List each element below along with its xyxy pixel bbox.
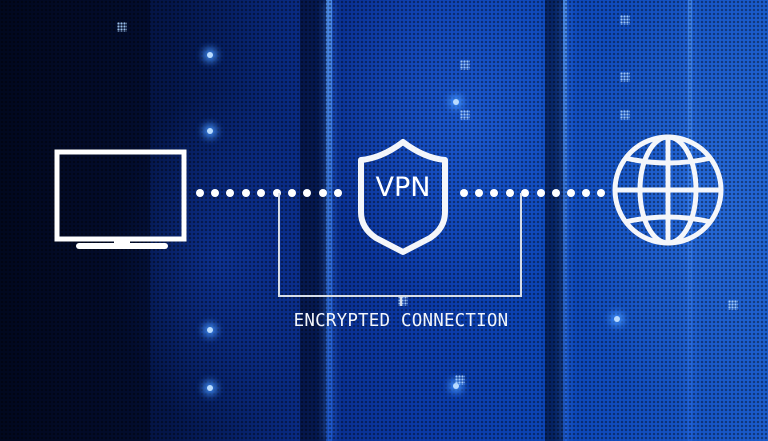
connection-dot — [552, 189, 560, 197]
server-led — [207, 128, 213, 134]
server-led — [453, 383, 459, 389]
connection-dot — [475, 189, 483, 197]
server-led-grid — [460, 60, 470, 70]
connection-dot — [288, 189, 296, 197]
vpn-label: VPN — [375, 172, 431, 203]
server-led-grid — [398, 296, 408, 306]
server-led-grid — [117, 22, 127, 32]
connection-dot — [226, 189, 234, 197]
connection-dot — [490, 189, 498, 197]
connection-dot — [257, 189, 265, 197]
rack-edge-light — [563, 0, 567, 441]
connection-dot — [597, 189, 605, 197]
bracket-left-line — [278, 193, 280, 297]
server-led-grid — [460, 110, 470, 120]
connection-dot — [334, 189, 342, 197]
connection-dot — [196, 189, 204, 197]
connection-dot — [242, 189, 250, 197]
server-led — [207, 385, 213, 391]
connection-dot — [303, 189, 311, 197]
server-led-grid — [620, 15, 630, 25]
rack-shadow-left — [0, 0, 150, 441]
rack-edge-light — [326, 0, 332, 441]
server-led-grid — [620, 110, 630, 120]
connection-dot — [506, 189, 514, 197]
connection-dot — [567, 189, 575, 197]
rack-gap — [300, 0, 328, 441]
encrypted-connection-label: ENCRYPTED CONNECTION — [293, 311, 509, 331]
server-led-grid — [728, 300, 738, 310]
server-led-grid — [620, 72, 630, 82]
connection-dot — [273, 189, 281, 197]
connection-dot — [521, 189, 529, 197]
connection-dot — [460, 189, 468, 197]
bracket-center-tick — [400, 295, 402, 306]
server-led-grid — [455, 375, 465, 385]
server-led — [207, 327, 213, 333]
connection-dot — [211, 189, 219, 197]
server-led — [453, 99, 459, 105]
connection-dot — [537, 189, 545, 197]
bracket-right-line — [520, 193, 522, 297]
rack-gap — [545, 0, 565, 441]
connection-dot — [582, 189, 590, 197]
server-led — [207, 52, 213, 58]
connection-dot — [319, 189, 327, 197]
server-led — [614, 316, 620, 322]
